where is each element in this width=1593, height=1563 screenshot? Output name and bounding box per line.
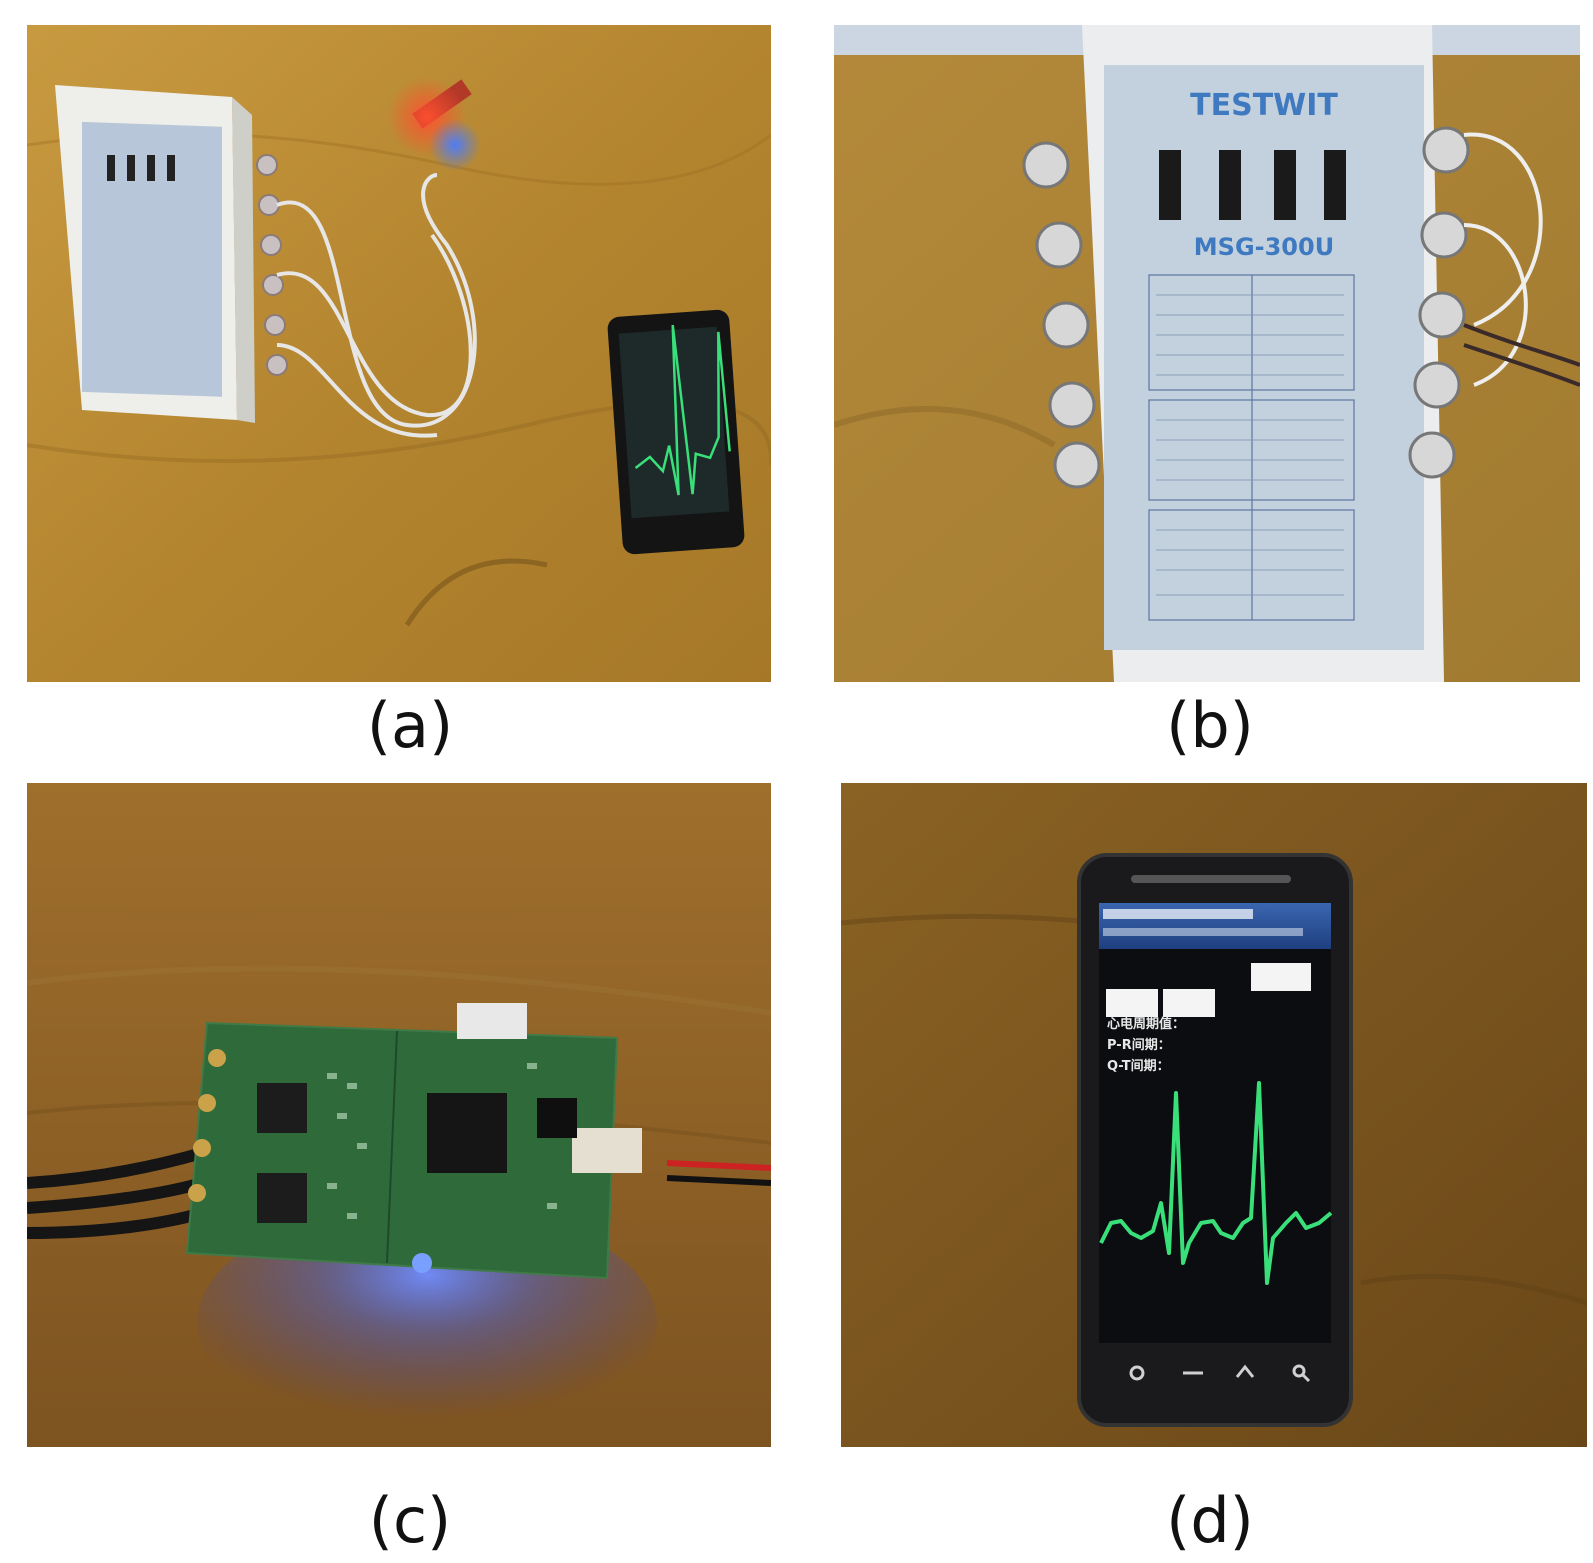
- field-label-pr: P-R间期：: [1107, 1037, 1171, 1053]
- caption-d: (d): [1166, 1484, 1254, 1557]
- pcb-module-photo: [27, 783, 771, 1447]
- field-label-rr: 心电周期值：: [1107, 1016, 1185, 1032]
- setup-overview-photo: [27, 25, 771, 682]
- caption-c: (c): [368, 1484, 452, 1557]
- brand-label: TESTWIT: [1190, 88, 1338, 123]
- caption-a: (a): [366, 689, 454, 762]
- smartphone-app-photo: 心电周期值： P-R间期： Q-T间期：: [841, 783, 1587, 1447]
- simulator-closeup-photo: TESTWIT MSG-300U: [834, 25, 1580, 682]
- caption-b: (b): [1166, 689, 1254, 762]
- photo-panel-b: TESTWIT MSG-300U: [834, 25, 1580, 682]
- field-label-qt: Q-T间期：: [1107, 1058, 1170, 1074]
- photo-panel-a: [27, 25, 771, 682]
- photo-panel-d: 心电周期值： P-R间期： Q-T间期：: [841, 783, 1587, 1447]
- ecg-simulator-box: [55, 85, 255, 423]
- photo-panel-c: [27, 783, 771, 1447]
- ecg-trace: [1099, 1081, 1333, 1285]
- smartphone-small: [607, 309, 745, 555]
- model-label: MSG-300U: [1194, 233, 1334, 261]
